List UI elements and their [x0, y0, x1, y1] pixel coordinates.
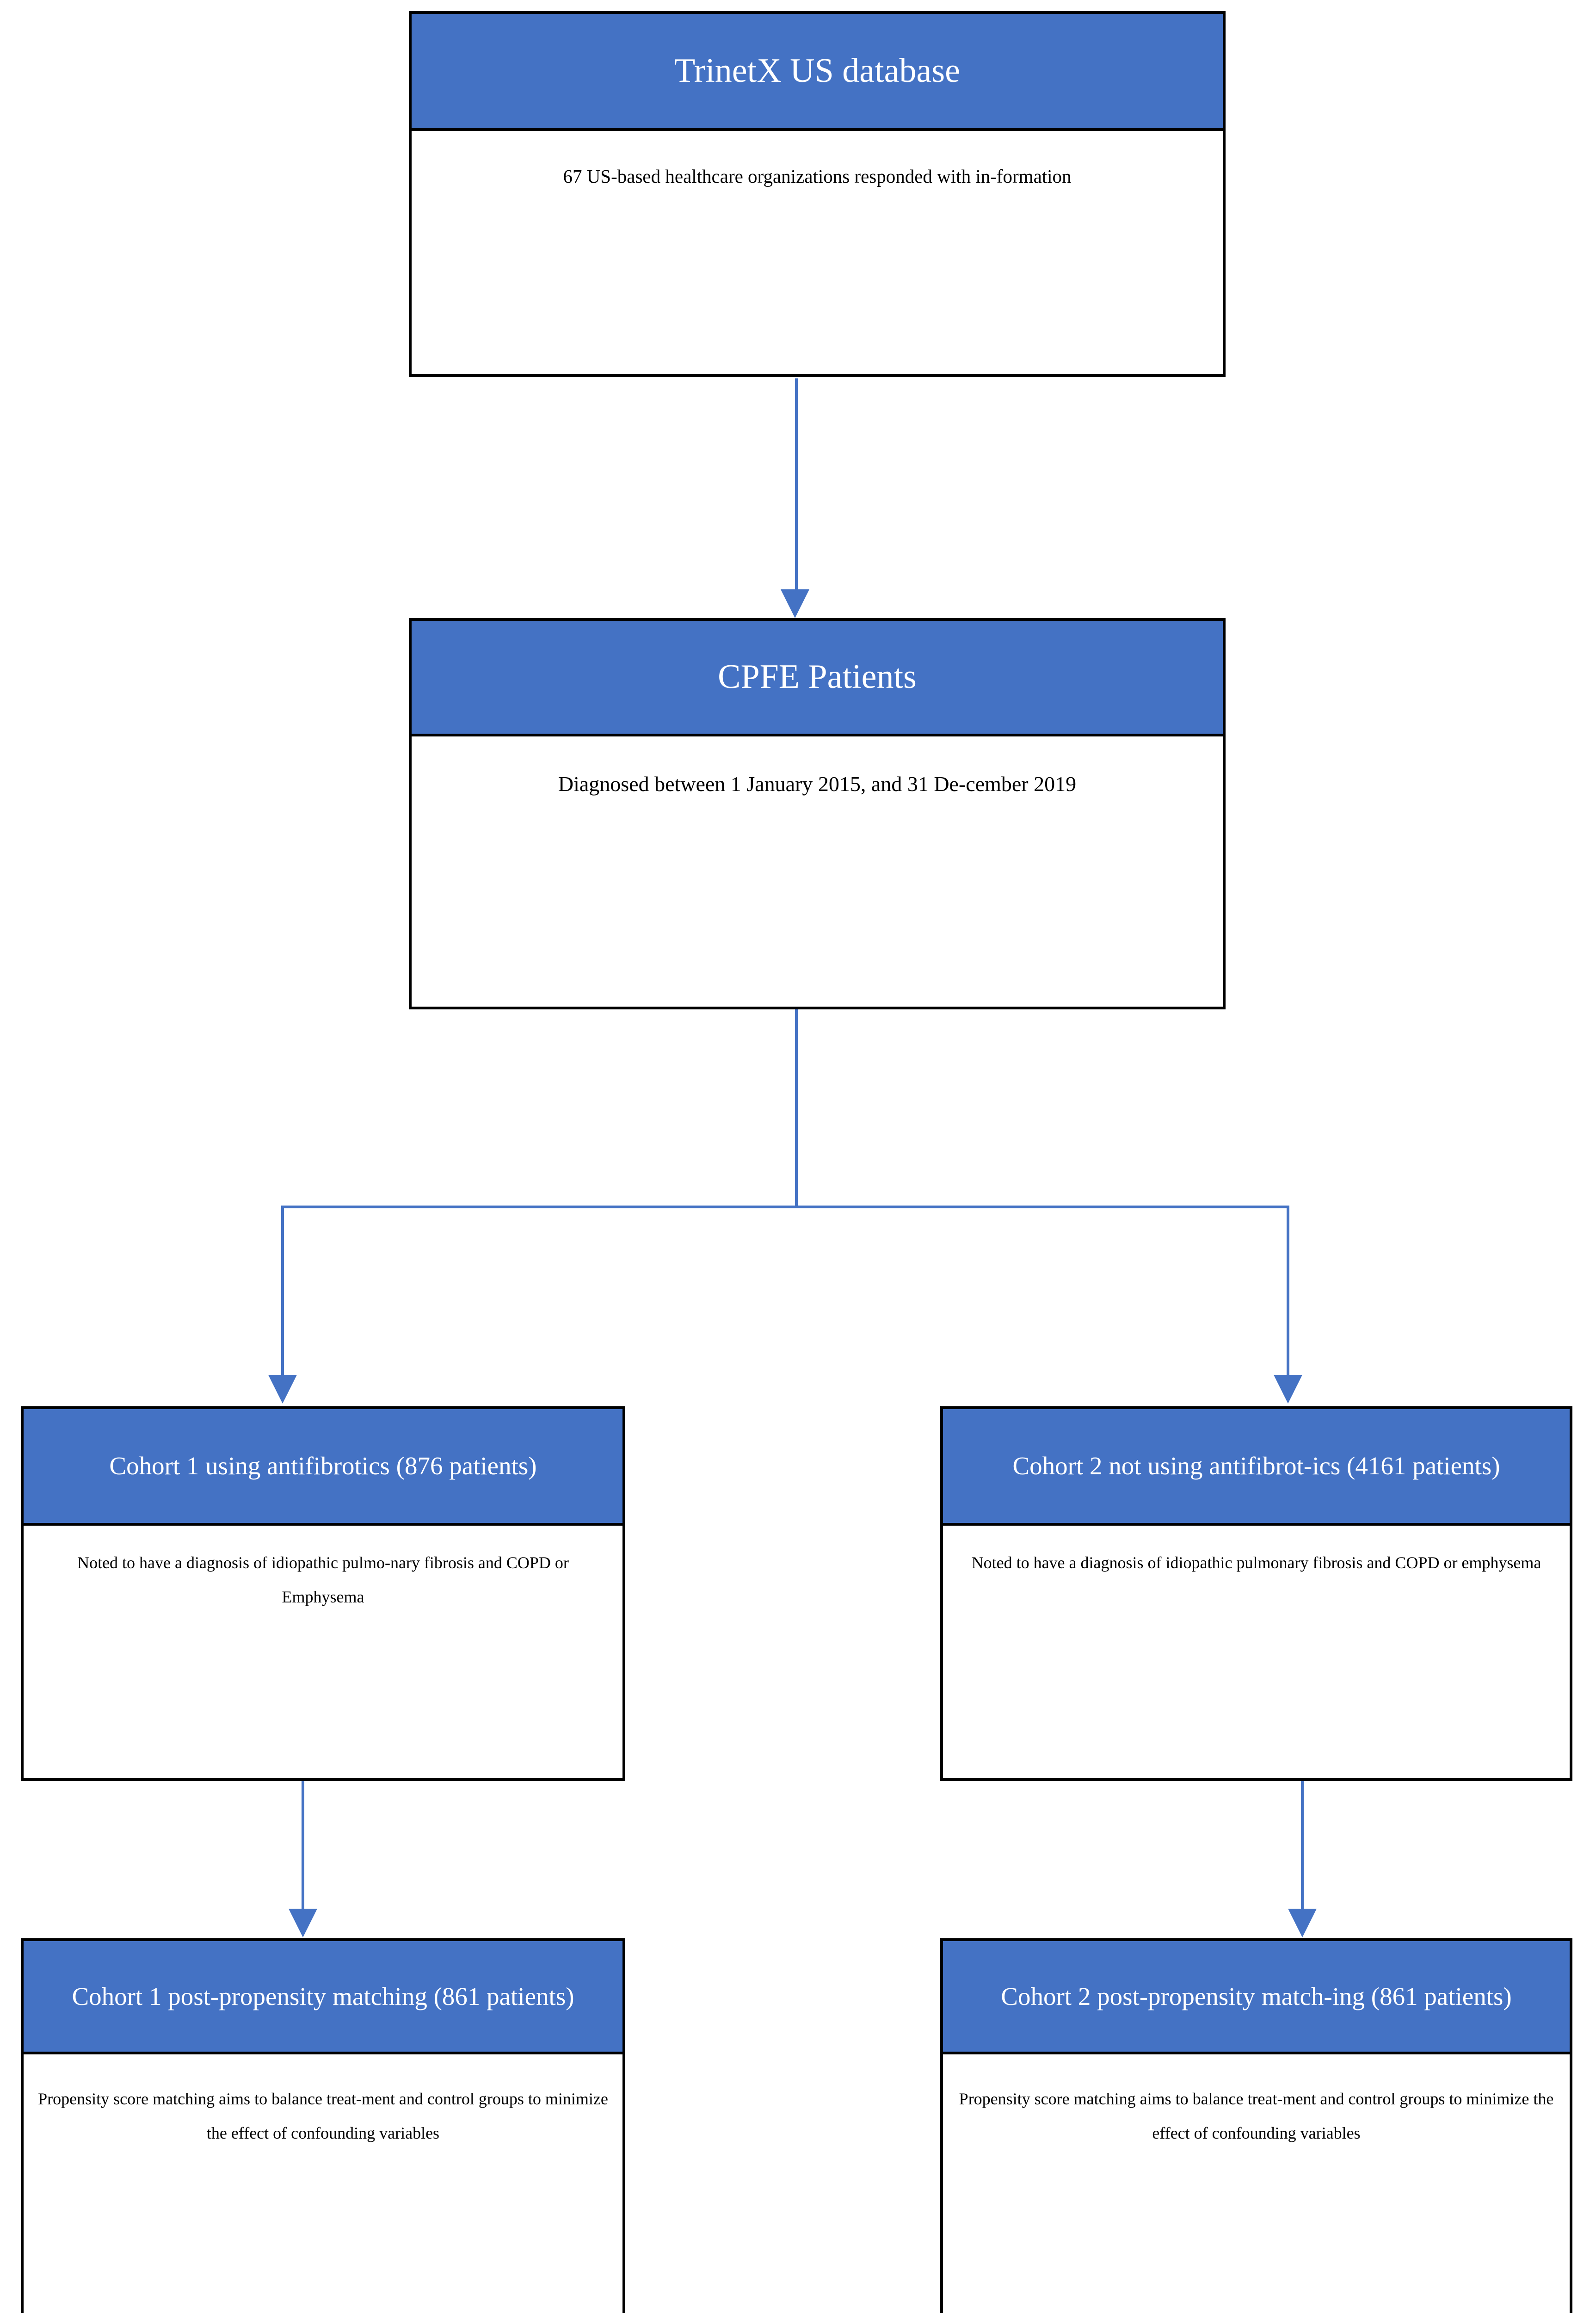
node-description-cpfe: Diagnosed between 1 January 2015, and 31…: [412, 736, 1223, 1007]
node-title-cohort2: Cohort 2 not using antifibrot-ics (4161 …: [943, 1409, 1570, 1526]
node-description-cohort2-matched: Propensity score matching aims to balanc…: [943, 2054, 1570, 2313]
node-cohort1-post-propensity-matching[interactable]: Cohort 1 post-propensity matching (861 p…: [21, 1938, 625, 2313]
node-description-cohort1: Noted to have a diagnosis of idiopathic …: [24, 1526, 622, 1778]
connector-cpfe-split-bar: [281, 1206, 1289, 1208]
node-cohort2-not-using-antifibrotics[interactable]: Cohort 2 not using antifibrot-ics (4161 …: [940, 1406, 1572, 1781]
connector-cpfe-to-cohort1-line: [281, 1206, 284, 1377]
connector-database-to-cpfe-line: [795, 378, 798, 590]
arrowhead-down-icon-cohort2-to-matched: [1288, 1909, 1317, 1937]
connector-cpfe-to-cohort2-line: [1287, 1206, 1289, 1377]
node-description-cohort2: Noted to have a diagnosis of idiopathic …: [943, 1526, 1570, 1778]
connector-cpfe-split-stem: [795, 1009, 798, 1208]
arrowhead-down-icon-database-to-cpfe: [781, 589, 809, 618]
node-title-database: TrinetX US database: [412, 14, 1223, 131]
node-trinetx-us-database[interactable]: TrinetX US database 67 US-based healthca…: [409, 11, 1226, 377]
node-title-cpfe: CPFE Patients: [412, 621, 1223, 736]
node-cpfe-patients[interactable]: CPFE Patients Diagnosed between 1 Januar…: [409, 618, 1226, 1009]
node-title-cohort1-matched: Cohort 1 post-propensity matching (861 p…: [24, 1941, 622, 2054]
arrowhead-down-icon-cpfe-to-cohort2: [1274, 1375, 1302, 1404]
node-cohort1-using-antifibrotics[interactable]: Cohort 1 using antifibrotics (876 patien…: [21, 1406, 625, 1781]
node-description-cohort1-matched: Propensity score matching aims to balanc…: [24, 2054, 622, 2313]
connector-cohort2-to-matched-line: [1301, 1781, 1304, 1911]
arrowhead-down-icon-cohort1-to-matched: [289, 1909, 317, 1937]
node-title-cohort2-matched: Cohort 2 post-propensity match-ing (861 …: [943, 1941, 1570, 2054]
connector-cohort1-to-matched-line: [302, 1781, 304, 1911]
node-description-database: 67 US-based healthcare organizations res…: [412, 131, 1223, 374]
node-cohort2-post-propensity-matching[interactable]: Cohort 2 post-propensity match-ing (861 …: [940, 1938, 1572, 2313]
node-title-cohort1: Cohort 1 using antifibrotics (876 patien…: [24, 1409, 622, 1526]
arrowhead-down-icon-cpfe-to-cohort1: [268, 1375, 297, 1404]
